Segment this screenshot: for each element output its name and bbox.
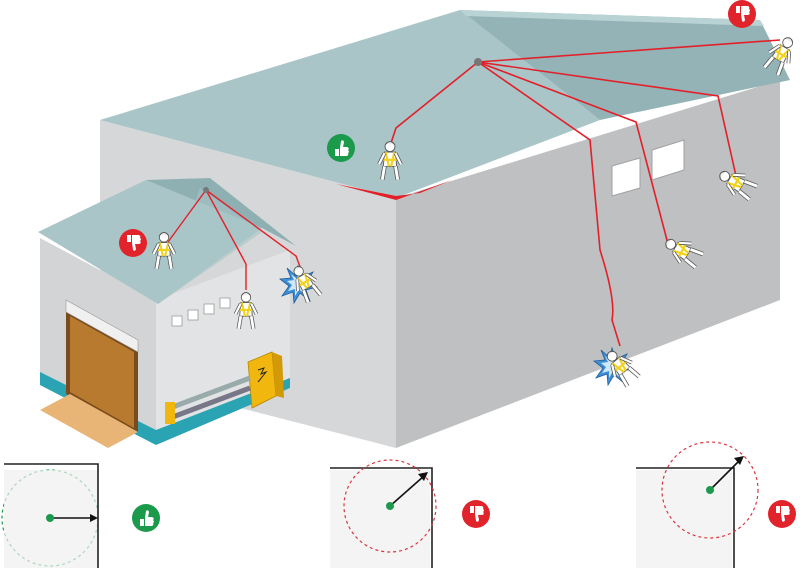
- panel-ok-roof-edge: [4, 463, 99, 568]
- small-building-gable: [158, 188, 262, 304]
- roof-edge-hazard: [336, 180, 452, 200]
- garage-door-interior: [70, 316, 134, 428]
- small-anchor-point: [203, 187, 209, 193]
- loading-ramp: [40, 394, 138, 448]
- main-roof-lifelines: [389, 39, 781, 347]
- panel-bad-anchor-position-2: [636, 441, 796, 568]
- badge-thumbs-down-top-right: [728, 0, 756, 28]
- panel-bad1-arrow: [389, 475, 425, 507]
- panel-ok-badge: [132, 504, 160, 532]
- panel-ok-anchor-position: [1, 463, 160, 568]
- main-building-roof-back: [460, 10, 790, 120]
- main-building-roof-front: [100, 10, 600, 198]
- panel-bad1-swing-radius: [343, 459, 437, 553]
- panel-bad2-anchor-dot: [706, 486, 714, 494]
- small-building-windows: [171, 297, 231, 327]
- main-building-side-wall: [396, 80, 780, 448]
- panel-bad2-arrow: [709, 459, 741, 491]
- small-building: [38, 178, 296, 448]
- panel-ok-anchor-dot: [46, 514, 54, 522]
- panel-bad-anchor-position-1: [330, 459, 490, 568]
- panel-bad2-roof-edge: [636, 467, 735, 568]
- electrical-cabinet: [247, 351, 284, 409]
- panel-bad2-swing-radius: [661, 441, 759, 539]
- panel-bad1-badge: [462, 500, 490, 528]
- badge-thumbs-down-small-roof: [119, 229, 147, 257]
- side-windows: [611, 139, 685, 197]
- pipes: [165, 375, 251, 424]
- roof-ridge: [460, 10, 764, 26]
- small-building-roof-side: [146, 178, 296, 246]
- badge-thumbs-up-main-roof: [327, 134, 355, 162]
- panel-bad2-badge: [768, 500, 796, 528]
- garage-shutter: [65, 299, 139, 353]
- panel-bad1-anchor-dot: [386, 502, 394, 510]
- panel-bad2-roof-area: [636, 470, 732, 568]
- main-anchor-point: [474, 58, 482, 66]
